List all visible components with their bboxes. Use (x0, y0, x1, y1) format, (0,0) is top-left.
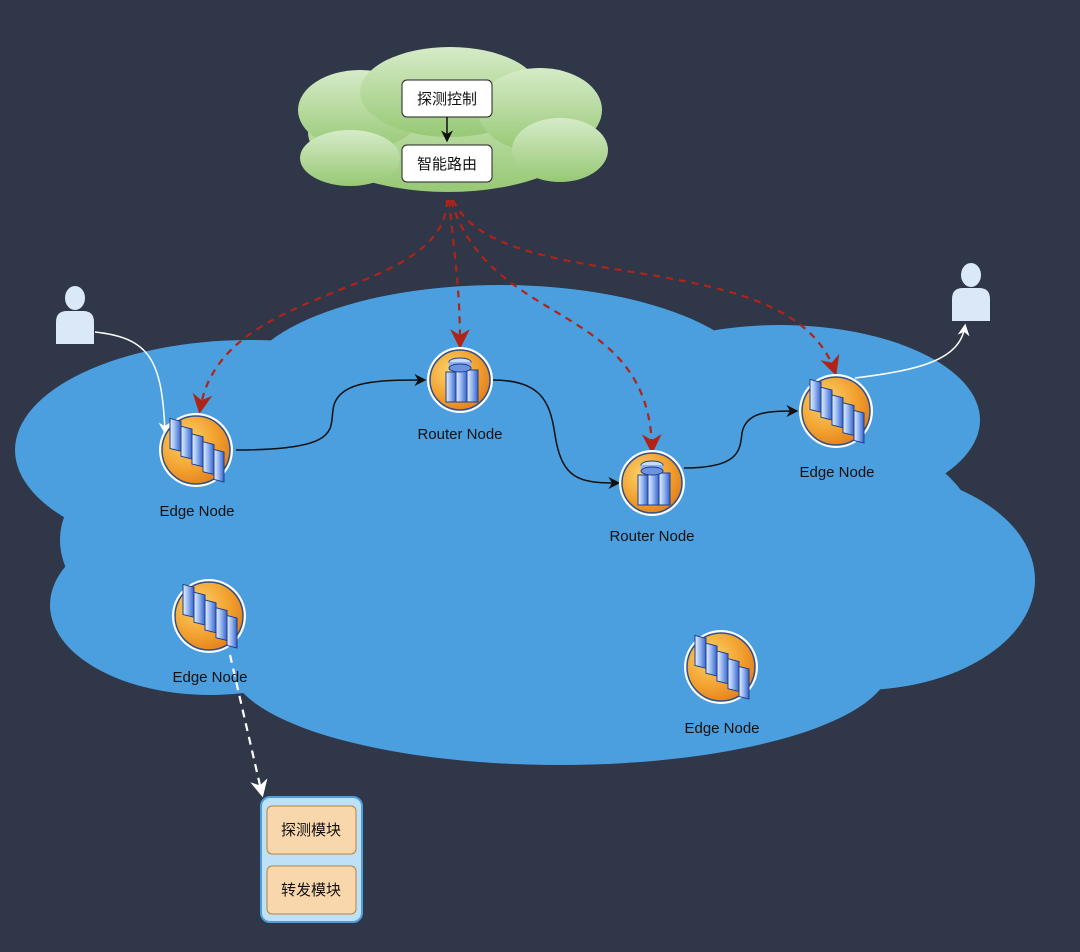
edge-node-left-label: Edge Node (159, 503, 234, 520)
forward-module-box (266, 865, 357, 915)
data-path-router2-to-edge (683, 405, 799, 469)
network-cloud (15, 285, 1035, 765)
module-container: 探测模块 转发模块 (260, 796, 363, 923)
router-node-1-icon[interactable] (426, 346, 494, 414)
router-node-2-label: Router Node (609, 528, 694, 545)
probe-control-label: 探测控制 (417, 90, 477, 108)
user-out-arrow (854, 323, 970, 379)
control-path-edge-left (192, 199, 449, 414)
edge-node-lower-right-label: Edge Node (684, 720, 759, 737)
probe-module-box (266, 805, 357, 855)
probe-module-label: 探测模块 (281, 821, 341, 839)
forward-module-label: 转发模块 (281, 881, 341, 899)
data-path-router1-to-router2 (491, 379, 621, 489)
probe-control-box: 探测控制 (401, 79, 493, 118)
edge-node-right-label: Edge Node (799, 464, 874, 481)
router-node-1-label: Router Node (417, 426, 502, 443)
user-icon (56, 286, 94, 344)
smart-routing-label: 智能路由 (417, 155, 477, 173)
edge-node-left-icon[interactable] (158, 412, 234, 488)
data-path-edge-to-router1 (235, 374, 427, 451)
control-path-router-1 (447, 199, 470, 349)
user-in-arrow (94, 331, 171, 435)
router-node-2-icon[interactable] (618, 449, 686, 517)
edge-node-lower-right-icon[interactable] (683, 629, 759, 705)
control-path-edge-right (452, 199, 840, 376)
data-path (235, 374, 799, 489)
user-icon (952, 263, 990, 321)
edge-node-right-icon[interactable] (798, 373, 874, 449)
edge-node-lower-left-icon[interactable] (171, 578, 247, 654)
edge-node-lower-left-label: Edge Node (172, 669, 247, 686)
module-detail-arrow (228, 654, 268, 798)
control-paths (192, 199, 840, 454)
smart-routing-box: 智能路由 (401, 144, 493, 183)
